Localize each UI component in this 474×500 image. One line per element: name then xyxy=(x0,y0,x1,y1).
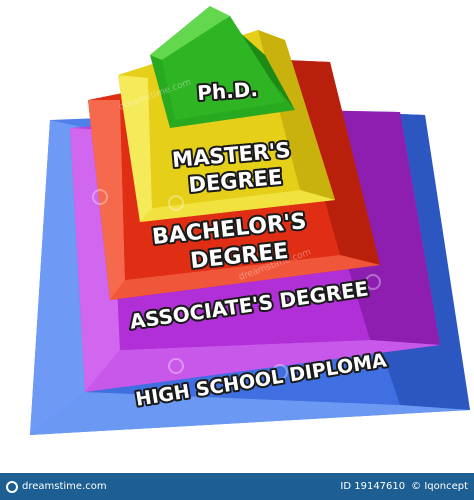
footer-brand: dreamstime.com xyxy=(6,480,107,493)
pyramid-diagram: dreamstime.com dreamstime.com Ph.D. MAST… xyxy=(30,6,470,435)
tier-phd xyxy=(150,6,295,128)
footer-site: dreamstime.com xyxy=(22,481,107,492)
footer-author: © Iqoncept xyxy=(411,481,468,492)
label-phd: Ph.D. xyxy=(196,77,258,105)
footer-meta: ID 19147610 © Iqoncept xyxy=(340,481,468,492)
footer-bar: dreamstime.com ID 19147610 © Iqoncept xyxy=(0,473,474,500)
footer-id: ID 19147610 xyxy=(340,481,406,492)
dreamstime-logo-icon xyxy=(6,480,18,493)
